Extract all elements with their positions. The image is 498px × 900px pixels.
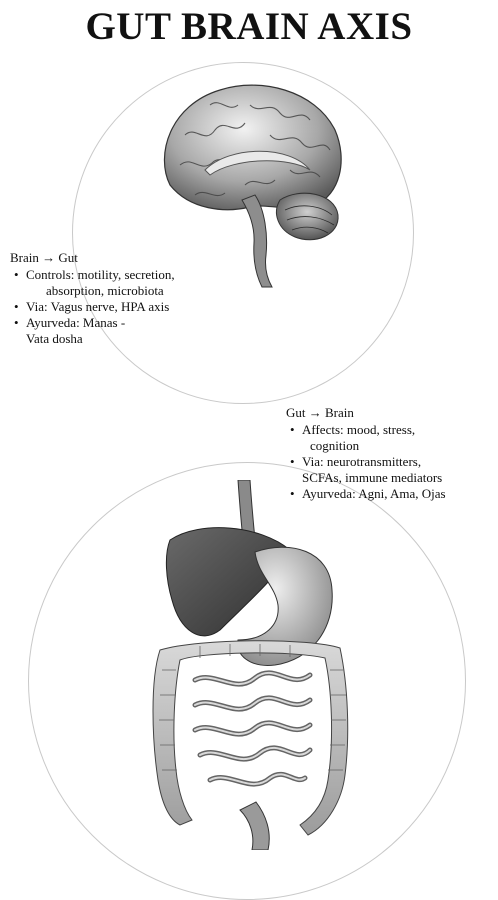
list-item-line: absorption, microbiota bbox=[26, 283, 240, 299]
bullet-icon: • bbox=[14, 299, 19, 315]
list-item: • Affects: mood, stress, cognition bbox=[286, 422, 498, 454]
bullet-icon: • bbox=[290, 422, 295, 438]
gut-to-brain-heading: Gut → Brain bbox=[286, 405, 498, 421]
digestive-system-illustration-icon bbox=[140, 480, 370, 850]
list-item-line: Via: Vagus nerve, HPA axis bbox=[26, 299, 240, 315]
brain-to-gut-block: Brain → Gut • Controls: motility, secret… bbox=[10, 250, 240, 347]
brain-to-gut-list: • Controls: motility, secretion, absorpt… bbox=[10, 267, 240, 347]
list-item-line: cognition bbox=[302, 438, 498, 454]
page-title: GUT BRAIN AXIS bbox=[0, 4, 498, 49]
bullet-icon: • bbox=[290, 454, 295, 470]
bullet-icon: • bbox=[14, 315, 19, 331]
list-item: • Controls: motility, secretion, absorpt… bbox=[10, 267, 240, 299]
list-item: • Via: Vagus nerve, HPA axis bbox=[10, 299, 240, 315]
list-item-line: Vata dosha bbox=[26, 331, 240, 347]
list-item: • Ayurveda: Manas - Vata dosha bbox=[10, 315, 240, 347]
list-item-line: Controls: motility, secretion, bbox=[26, 267, 240, 283]
brain-to-gut-heading: Brain → Gut bbox=[10, 250, 240, 266]
list-item-line: Via: neurotransmitters, bbox=[302, 454, 498, 470]
list-item-line: Affects: mood, stress, bbox=[302, 422, 498, 438]
bullet-icon: • bbox=[14, 267, 19, 283]
list-item-line: Ayurveda: Manas - bbox=[26, 315, 240, 331]
